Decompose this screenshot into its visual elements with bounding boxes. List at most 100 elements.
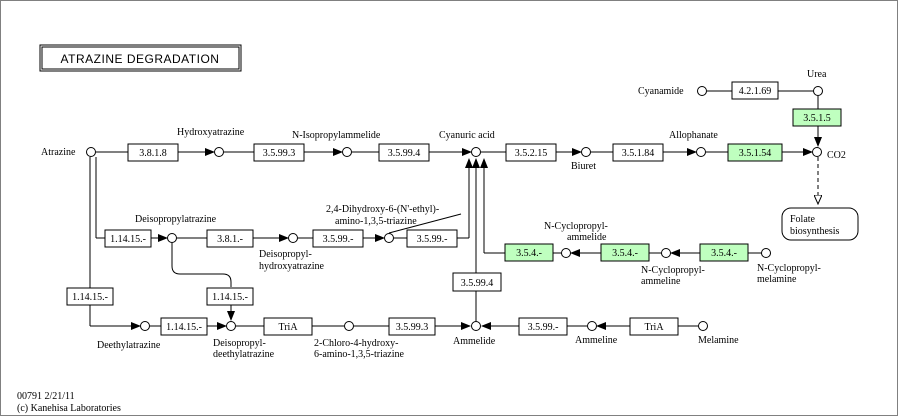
enzyme-3.5.99.-[interactable]: 3.5.99.- bbox=[518, 317, 568, 336]
enzyme-1.14.15.-[interactable]: 1.14.15.- bbox=[206, 287, 254, 306]
label-deethylatrazine: Deethylatrazine bbox=[97, 340, 161, 351]
enzyme-3.5.4.-[interactable]: 3.5.4.- bbox=[600, 243, 650, 262]
label-urea: Urea bbox=[807, 69, 827, 80]
node-n-cyclopropylammeline[interactable] bbox=[661, 248, 671, 258]
svg-text:TriA: TriA bbox=[644, 322, 664, 333]
node-ammelide[interactable] bbox=[471, 321, 481, 331]
node-deethylatrazine[interactable] bbox=[140, 321, 150, 331]
label-n-cyclopropylammelide-2: ammelide bbox=[567, 232, 607, 243]
map-title: ATRAZINE DEGRADATION bbox=[39, 44, 242, 72]
svg-text:1.14.15.-: 1.14.15.- bbox=[72, 292, 108, 303]
enzyme-3.5.99.-[interactable]: 3.5.99.- bbox=[406, 229, 458, 248]
svg-text:3.5.4.-: 3.5.4.- bbox=[711, 248, 737, 259]
map-title-text: ATRAZINE DEGRADATION bbox=[61, 52, 220, 66]
label-biuret: Biuret bbox=[571, 161, 596, 172]
enzyme-3.8.1.8[interactable]: 3.8.1.8 bbox=[127, 143, 179, 162]
svg-text:3.5.4.-: 3.5.4.- bbox=[612, 248, 638, 259]
node-co2[interactable] bbox=[812, 147, 822, 157]
enzyme-3.5.1.5[interactable]: 3.5.1.5 bbox=[792, 108, 842, 127]
svg-text:1.14.15.-: 1.14.15.- bbox=[166, 322, 202, 333]
node-cyanuric-acid[interactable] bbox=[471, 147, 481, 157]
label-cyanuric-acid: Cyanuric acid bbox=[439, 130, 495, 141]
enzyme-3.5.4.-[interactable]: 3.5.4.- bbox=[699, 243, 749, 262]
node-deisopropyldeethylatrazine[interactable] bbox=[226, 321, 236, 331]
svg-text:3.5.1.54: 3.5.1.54 bbox=[739, 148, 772, 159]
compound-labels: Atrazine Hydroxyatrazine N-Isopropylamme… bbox=[41, 69, 846, 360]
enzyme-3.5.99.3[interactable]: 3.5.99.3 bbox=[388, 317, 436, 336]
enzyme-1.14.15.-[interactable]: 1.14.15.- bbox=[66, 287, 114, 306]
node-cyanamide[interactable] bbox=[697, 86, 707, 96]
enzyme-3.8.1.-[interactable]: 3.8.1.- bbox=[206, 229, 254, 248]
enzyme-3.5.1.54[interactable]: 3.5.1.54 bbox=[727, 143, 783, 162]
enzyme-3.5.99.4[interactable]: 3.5.99.4 bbox=[378, 143, 430, 162]
label-deisopropylhydroxyatrazine-1: Deisopropyl- bbox=[259, 249, 312, 260]
node-deisopropylatrazine[interactable] bbox=[167, 233, 177, 243]
node-deisopropylhydroxyatrazine[interactable] bbox=[288, 233, 298, 243]
label-deisopropylatrazine: Deisopropylatrazine bbox=[135, 214, 217, 225]
node-urea[interactable] bbox=[813, 86, 823, 96]
label-cyanamide: Cyanamide bbox=[638, 86, 684, 97]
svg-text:3.5.99.4: 3.5.99.4 bbox=[461, 278, 494, 289]
svg-text:3.5.2.15: 3.5.2.15 bbox=[515, 148, 548, 159]
label-chloro-hydroxy-1: 2-Chloro-4-hydroxy- bbox=[314, 338, 398, 349]
label-n-cyclopropylammeline-1: N-Cyclopropyl- bbox=[641, 265, 705, 276]
svg-text:3.5.99.-: 3.5.99.- bbox=[323, 234, 354, 245]
label-n-cyclopropylmelamine-1: N-Cyclopropyl- bbox=[757, 263, 821, 274]
node-chloro-hydroxy-triazine[interactable] bbox=[344, 321, 354, 331]
label-dihydroxy-1: 2,4-Dihydroxy-6-(N'-ethyl)- bbox=[326, 204, 439, 215]
node-n-isopropylammelide[interactable] bbox=[342, 147, 352, 157]
reaction-lines bbox=[89, 90, 822, 330]
node-n-cyclopropylammelide[interactable] bbox=[561, 248, 571, 258]
label-melamine: Melamine bbox=[698, 335, 739, 346]
enzyme-tria[interactable]: TriA bbox=[263, 317, 313, 336]
svg-text:3.5.99.4: 3.5.99.4 bbox=[388, 148, 421, 159]
enzyme-3.5.99.4[interactable]: 3.5.99.4 bbox=[452, 272, 502, 292]
enzyme-3.5.4.-[interactable]: 3.5.4.- bbox=[504, 243, 554, 262]
label-ammelide: Ammelide bbox=[453, 336, 496, 347]
svg-text:1.14.15.-: 1.14.15.- bbox=[212, 292, 248, 303]
svg-text:3.8.1.-: 3.8.1.- bbox=[217, 234, 243, 245]
label-atrazine: Atrazine bbox=[41, 147, 76, 158]
label-allophanate: Allophanate bbox=[669, 130, 718, 141]
node-melamine[interactable] bbox=[698, 321, 708, 331]
node-biuret[interactable] bbox=[581, 147, 591, 157]
svg-text:3.5.99.-: 3.5.99.- bbox=[528, 322, 559, 333]
enzyme-1.14.15.-[interactable]: 1.14.15.- bbox=[160, 317, 208, 336]
node-ammeline[interactable] bbox=[587, 321, 597, 331]
enzyme-4.2.1.69[interactable]: 4.2.1.69 bbox=[731, 81, 779, 100]
label-dihydroxy-2: amino-1,3,5-triazine bbox=[335, 216, 417, 227]
node-hydroxyatrazine[interactable] bbox=[214, 147, 224, 157]
enzyme-3.5.2.15[interactable]: 3.5.2.15 bbox=[505, 143, 557, 162]
label-n-isopropylammelide: N-Isopropylammelide bbox=[292, 130, 381, 141]
enzyme-1.14.15.-[interactable]: 1.14.15.- bbox=[104, 229, 152, 248]
label-deisopropyldeethylatrazine-1: Deisopropyl- bbox=[213, 338, 266, 349]
enzyme-tria[interactable]: TriA bbox=[629, 317, 679, 336]
footer: 00791 2/21/11 (c) Kanehisa Laboratories bbox=[17, 391, 121, 414]
svg-text:1.14.15.-: 1.14.15.- bbox=[110, 234, 146, 245]
node-allophanate[interactable] bbox=[696, 147, 706, 157]
node-atrazine[interactable] bbox=[86, 147, 96, 157]
svg-text:TriA: TriA bbox=[278, 322, 298, 333]
svg-text:4.2.1.69: 4.2.1.69 bbox=[739, 86, 772, 97]
svg-text:3.8.1.8: 3.8.1.8 bbox=[139, 148, 167, 159]
compound-nodes bbox=[86, 86, 823, 331]
map-folate-biosynthesis[interactable]: Folate biosynthesis bbox=[781, 207, 859, 241]
label-deisopropylhydroxyatrazine-2: hydroxyatrazine bbox=[259, 261, 325, 272]
svg-text:3.5.4.-: 3.5.4.- bbox=[516, 248, 542, 259]
label-n-cyclopropylmelamine-2: melamine bbox=[757, 274, 797, 285]
label-n-cyclopropylammelide-1: N-Cyclopropyl- bbox=[544, 221, 608, 232]
svg-text:3.5.1.5: 3.5.1.5 bbox=[803, 113, 831, 124]
svg-text:3.5.99.3: 3.5.99.3 bbox=[263, 148, 296, 159]
enzyme-3.5.1.84[interactable]: 3.5.1.84 bbox=[612, 143, 664, 162]
label-n-cyclopropylammeline-2: ammeline bbox=[641, 276, 681, 287]
node-n-cyclopropylmelamine[interactable] bbox=[761, 248, 771, 258]
node-dihydroxy-triazine[interactable] bbox=[384, 233, 394, 243]
svg-text:3.5.1.84: 3.5.1.84 bbox=[622, 148, 655, 159]
label-hydroxyatrazine: Hydroxyatrazine bbox=[177, 127, 245, 138]
label-chloro-hydroxy-2: 6-amino-1,3,5-triazine bbox=[314, 349, 405, 360]
footer-copyright: (c) Kanehisa Laboratories bbox=[17, 403, 121, 414]
enzyme-3.5.99.-[interactable]: 3.5.99.- bbox=[312, 229, 364, 248]
enzyme-3.5.99.3[interactable]: 3.5.99.3 bbox=[253, 143, 305, 162]
